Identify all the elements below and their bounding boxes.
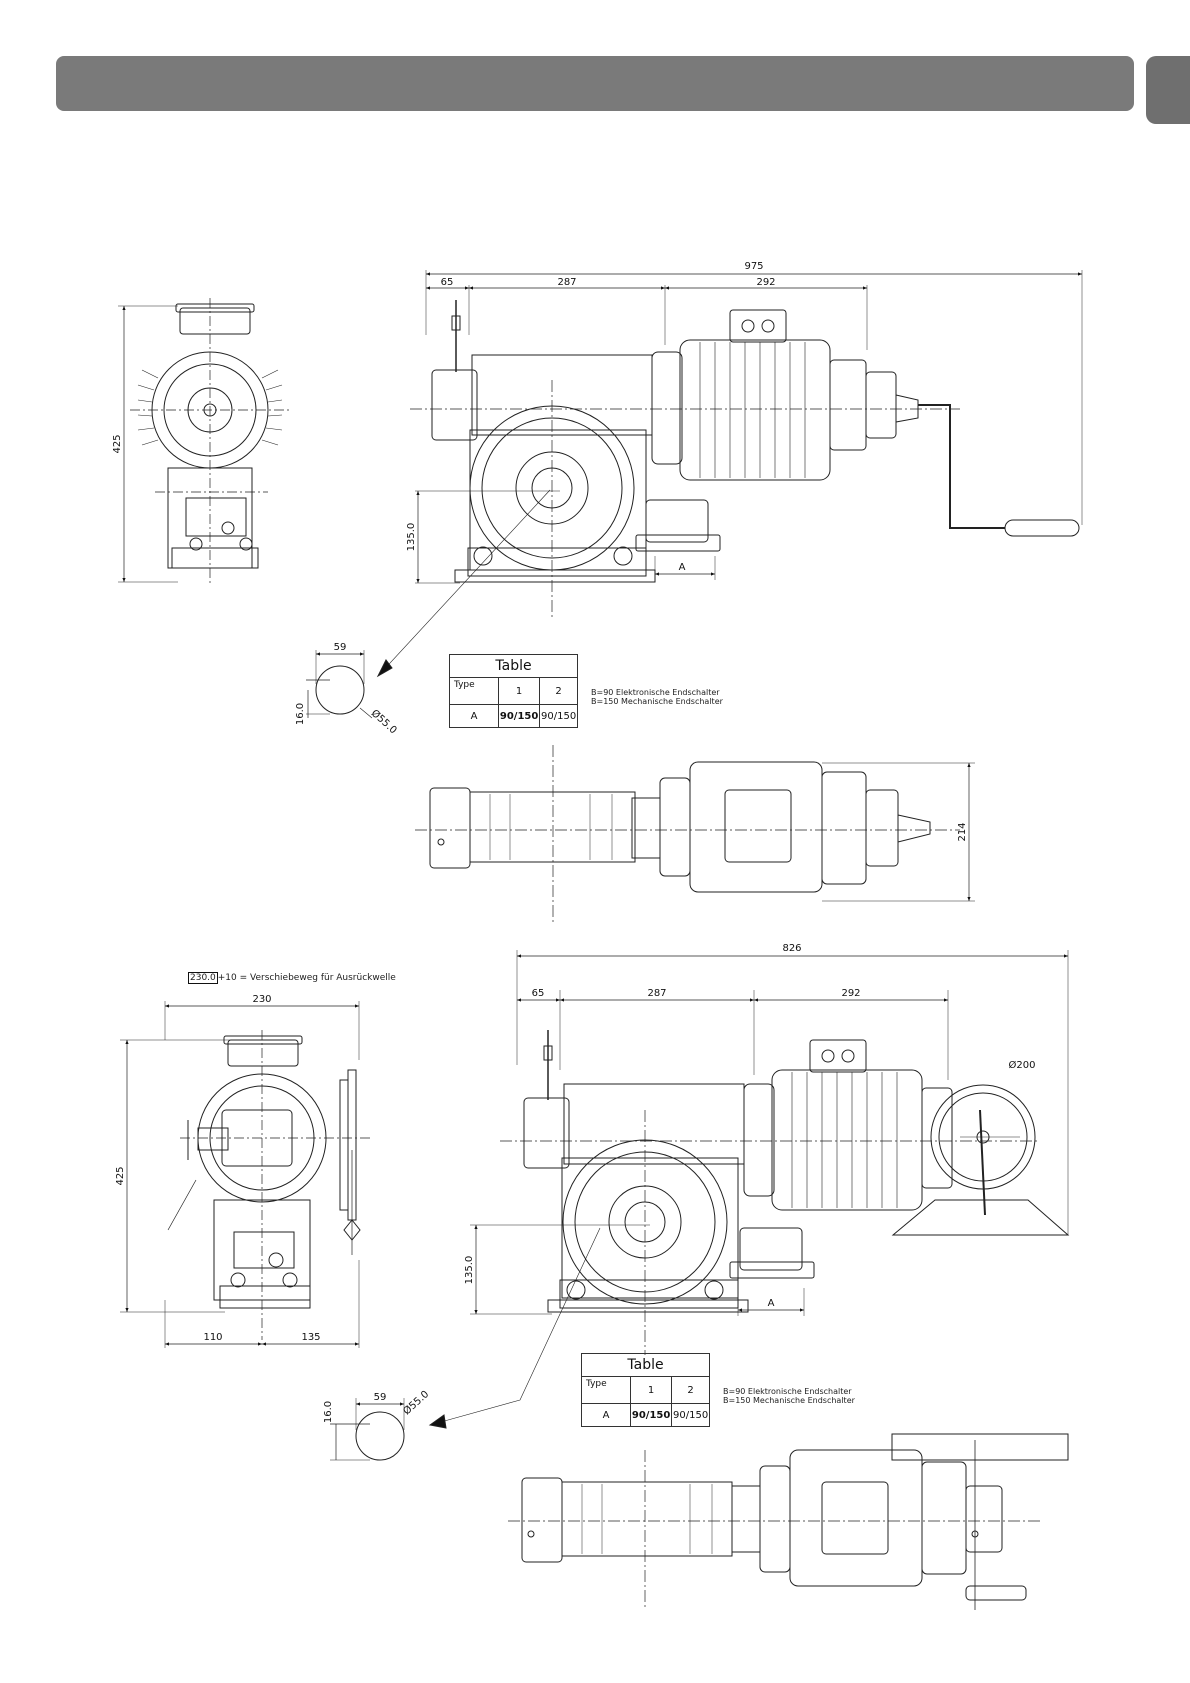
d1-dim-65: 65 <box>441 277 454 288</box>
d1-dim-shaft-key: 16.0 <box>295 703 306 725</box>
d2-side-view <box>120 1001 370 1348</box>
shift-value: 230.0 <box>188 972 218 984</box>
d2-dim-w-left: 110 <box>203 1332 222 1343</box>
type-table-1: Table Type 1 2 A 90/150 90/150 <box>449 654 578 728</box>
d2-dim-height: 425 <box>115 1166 126 1185</box>
note-line-1: B=90 Elektronische Endschalter <box>723 1387 852 1396</box>
table-note-1: B=90 Elektronische Endschalter B=150 Mec… <box>591 688 723 706</box>
note-line-1: B=90 Elektronische Endschalter <box>591 688 720 697</box>
table-col-2: 2 <box>539 677 578 705</box>
table-title: Table <box>449 654 578 678</box>
shift-text: +10 = Verschiebeweg für Ausrückwelle <box>217 973 396 983</box>
d2-dim-shaft-key: 16.0 <box>323 1401 334 1423</box>
d1-dim-base: 135.0 <box>406 523 417 552</box>
d2-dim-shaft-dia: Ø55.0 <box>401 1388 431 1417</box>
d1-dim-total: 975 <box>744 261 763 272</box>
table-cell-a2: 90/150 <box>671 1403 710 1427</box>
d1-dim-287: 287 <box>557 277 576 288</box>
d1-dim-shaft-w: 59 <box>334 642 347 653</box>
d2-dim-292: 292 <box>841 988 860 999</box>
d2-dim-287: 287 <box>647 988 666 999</box>
d1-dim-height: 425 <box>112 434 123 453</box>
table-note-2: B=90 Elektronische Endschalter B=150 Mec… <box>723 1387 855 1405</box>
type-table-2: Table Type 1 2 A 90/150 90/150 <box>581 1353 710 1427</box>
table-type-header: Type <box>449 677 499 705</box>
d2-dim-base: 135.0 <box>464 1256 475 1285</box>
d2-dim-a: A <box>768 1298 775 1309</box>
table-row-a: A <box>449 704 499 728</box>
table-col-2: 2 <box>671 1376 710 1404</box>
table-row-a: A <box>581 1403 631 1427</box>
d2-dim-w-right: 135 <box>301 1332 320 1343</box>
table-type-header: Type <box>581 1376 631 1404</box>
d2-top-view <box>508 1433 1069 1610</box>
note-line-2: B=150 Mechanische Endschalter <box>723 1396 855 1405</box>
table-cell-a2: 90/150 <box>539 704 578 728</box>
d1-dim-a: A <box>679 562 686 573</box>
table-col-1: 1 <box>497 677 541 705</box>
d1-shaft-detail <box>306 650 373 719</box>
d2-dim-width: 230 <box>252 994 271 1005</box>
d2-dim-total: 826 <box>782 943 801 954</box>
d1-dim-292: 292 <box>756 277 775 288</box>
side-tab <box>1146 56 1190 124</box>
shift-note: 230.0+10 = Verschiebeweg für Ausrückwell… <box>188 972 396 984</box>
d1-dim-shaft-dia: Ø55.0 <box>369 707 399 736</box>
table-cell-a1: 90/150 <box>629 1403 673 1427</box>
d1-front-view <box>376 270 1083 678</box>
d2-dim-65: 65 <box>532 988 545 999</box>
table-col-1: 1 <box>629 1376 673 1404</box>
d2-dim-shaft-w: 59 <box>374 1392 387 1403</box>
d1-dim-depth: 214 <box>957 822 968 841</box>
d2-front-view <box>428 950 1070 1429</box>
d2-shaft-detail <box>330 1398 405 1461</box>
d1-side-view <box>118 298 292 585</box>
d2-dim-wheel: Ø200 <box>1009 1059 1036 1071</box>
table-title: Table <box>581 1353 710 1377</box>
table-cell-a1: 90/150 <box>497 704 541 728</box>
note-line-2: B=150 Mechanische Endschalter <box>591 697 723 706</box>
header-bar <box>56 56 1134 111</box>
d1-top-view <box>415 745 975 922</box>
